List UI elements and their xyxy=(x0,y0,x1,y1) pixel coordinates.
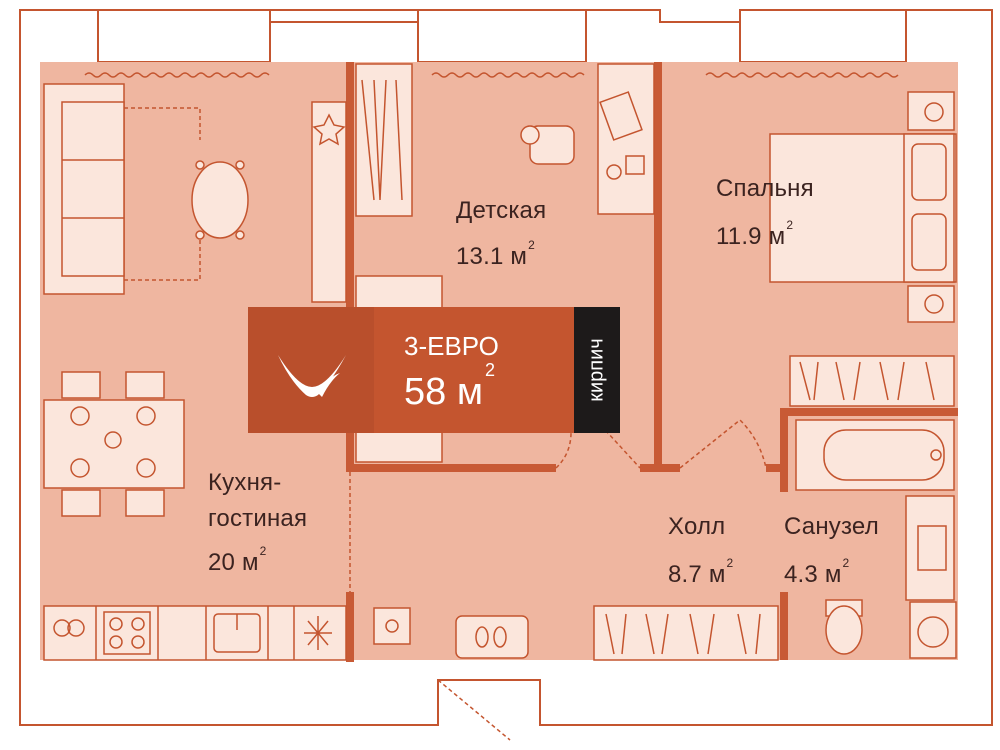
room-label-kids: Детская 13.1 м2 xyxy=(456,196,546,272)
desk-chair-icon xyxy=(520,125,575,165)
badge-main-panel: 3-ЕВРО 58 м2 xyxy=(374,307,574,433)
room-name-kitchen-line2: гостиная xyxy=(208,505,308,532)
lamp-icon xyxy=(373,607,411,645)
kitchen-counter xyxy=(43,605,347,661)
room-area-kitchen: 20 м2 xyxy=(208,542,307,578)
bird-logo-icon xyxy=(248,307,374,433)
room-label-kitchen: Кухня- гостиная 20 м2 xyxy=(208,468,307,578)
window-ripple-lines xyxy=(84,72,899,78)
room-area-bedroom: 11.9 м2 xyxy=(716,216,814,252)
fridge-icon xyxy=(304,616,332,650)
room-area-bathroom-sup: 2 xyxy=(842,556,850,570)
room-area-bathroom: 4.3 м2 xyxy=(784,554,879,590)
room-area-hall-value: 8.7 м xyxy=(668,561,726,588)
window-frames xyxy=(97,9,907,63)
room-area-bedroom-value: 11.9 м xyxy=(716,223,786,250)
apartment-area: 58 м2 xyxy=(404,360,495,414)
washbasin-icon xyxy=(905,495,955,601)
room-area-kitchen-value: 20 м xyxy=(208,549,259,576)
material-label: кирпич xyxy=(585,338,608,402)
room-label-bedroom: Спальня 11.9 м2 xyxy=(716,174,814,252)
hall-wardrobe xyxy=(593,605,779,661)
room-label-bathroom: Санузел 4.3 м2 xyxy=(784,512,879,590)
room-area-kitchen-sup: 2 xyxy=(259,544,267,558)
apartment-badge: 3-ЕВРО 58 м2 кирпич xyxy=(248,307,620,433)
room-area-kids-value: 13.1 м xyxy=(456,243,528,270)
desk-icon xyxy=(597,63,655,215)
wardrobe-icon xyxy=(355,63,413,217)
apartment-area-unit: 2 xyxy=(484,360,495,381)
toilet-icon xyxy=(825,599,863,655)
walls xyxy=(346,62,958,662)
sofa-icon xyxy=(43,83,125,295)
apartment-type: 3-ЕВРО xyxy=(404,331,499,361)
plant-icon xyxy=(311,101,347,303)
room-area-bedroom-sup: 2 xyxy=(786,218,794,232)
room-name-kitchen-line1: Кухня- xyxy=(208,469,282,496)
room-name-hall: Холл xyxy=(668,513,726,540)
room-area-kids: 13.1 м2 xyxy=(456,236,546,272)
room-area-hall: 8.7 м2 xyxy=(668,554,733,590)
dining-table-icon xyxy=(43,371,185,517)
bathtub-icon xyxy=(795,419,955,491)
room-area-bathroom-value: 4.3 м xyxy=(784,561,842,588)
coffee-table-icon xyxy=(191,160,249,240)
bedroom-wardrobe xyxy=(789,355,955,407)
room-area-hall-sup: 2 xyxy=(726,556,734,570)
stove-icon xyxy=(53,611,151,655)
room-name-kids: Детская xyxy=(456,197,547,224)
bird-logo-svg xyxy=(278,355,346,397)
shoe-mat-icon xyxy=(455,615,529,659)
material-tag: кирпич xyxy=(574,307,620,433)
apartment-area-value: 58 м xyxy=(404,371,483,413)
bed-icon xyxy=(769,91,957,323)
room-name-bedroom: Спальня xyxy=(716,175,814,202)
room-label-hall: Холл 8.7 м2 xyxy=(668,512,733,590)
sink-icon xyxy=(213,613,261,653)
washing-machine-icon xyxy=(909,601,957,659)
room-area-kids-sup: 2 xyxy=(528,238,535,252)
room-name-bathroom: Санузел xyxy=(784,513,879,540)
